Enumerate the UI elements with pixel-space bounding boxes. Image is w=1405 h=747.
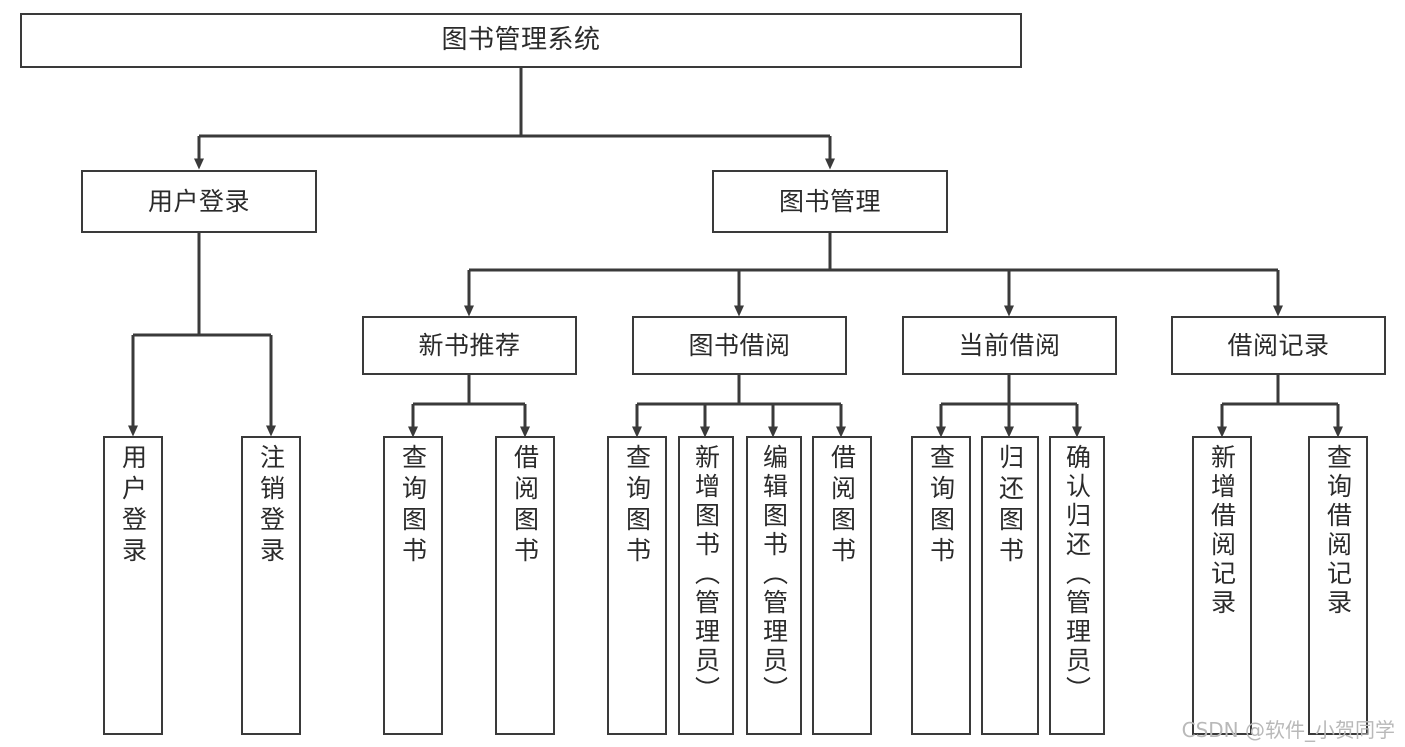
leaf-user-login-login[interactable]: 用户登录 bbox=[103, 436, 163, 735]
leaf-current-borrow-return-book[interactable]: 归还图书 bbox=[981, 436, 1039, 735]
node-user-login[interactable]: 用户登录 bbox=[81, 170, 317, 233]
node-label: 图书管理 bbox=[778, 186, 881, 216]
node-book-borrow[interactable]: 图书借阅 bbox=[632, 316, 847, 375]
node-label: 确认归还（管理员） bbox=[1062, 444, 1092, 705]
node-label: 借阅图书 bbox=[510, 444, 540, 568]
node-label: 编辑图书（管理员） bbox=[759, 444, 789, 705]
node-label: 新增图书（管理员） bbox=[691, 444, 721, 705]
leaf-book-borrow-query-book[interactable]: 查询图书 bbox=[607, 436, 667, 735]
leaf-new-book-borrow-book[interactable]: 借阅图书 bbox=[495, 436, 555, 735]
node-label: 用户登录 bbox=[118, 444, 148, 568]
node-borrow-record[interactable]: 借阅记录 bbox=[1171, 316, 1386, 375]
node-label: 查询图书 bbox=[926, 444, 956, 568]
leaf-borrow-record-query-record[interactable]: 查询借阅记录 bbox=[1308, 436, 1368, 735]
leaf-user-login-logout[interactable]: 注销登录 bbox=[241, 436, 301, 735]
node-label: 借阅记录 bbox=[1227, 330, 1330, 360]
node-label: 归还图书 bbox=[995, 444, 1025, 568]
node-label: 新书推荐 bbox=[418, 330, 521, 360]
node-root-book-management-system[interactable]: 图书管理系统 bbox=[20, 13, 1022, 68]
node-label: 图书管理系统 bbox=[441, 24, 601, 55]
node-label: 查询图书 bbox=[398, 444, 428, 568]
leaf-borrow-record-add-record[interactable]: 新增借阅记录 bbox=[1192, 436, 1252, 735]
watermark: CSDN @软件_小贺同学 bbox=[1181, 718, 1395, 742]
leaf-current-borrow-query-book[interactable]: 查询图书 bbox=[911, 436, 971, 735]
leaf-book-borrow-borrow-book[interactable]: 借阅图书 bbox=[812, 436, 872, 735]
leaf-book-borrow-add-book-admin[interactable]: 新增图书（管理员） bbox=[678, 436, 734, 735]
node-book-management[interactable]: 图书管理 bbox=[712, 170, 948, 233]
leaf-new-book-query-book[interactable]: 查询图书 bbox=[383, 436, 443, 735]
node-new-book-recommend[interactable]: 新书推荐 bbox=[362, 316, 577, 375]
node-label: 新增借阅记录 bbox=[1207, 444, 1237, 618]
node-label: 注销登录 bbox=[256, 444, 286, 568]
node-label: 图书借阅 bbox=[688, 330, 791, 360]
node-label: 查询借阅记录 bbox=[1323, 444, 1353, 618]
leaf-current-borrow-confirm-return-admin[interactable]: 确认归还（管理员） bbox=[1049, 436, 1105, 735]
leaf-book-borrow-edit-book-admin[interactable]: 编辑图书（管理员） bbox=[746, 436, 802, 735]
node-label: 查询图书 bbox=[622, 444, 652, 568]
node-current-borrow[interactable]: 当前借阅 bbox=[902, 316, 1117, 375]
node-label: 用户登录 bbox=[147, 186, 250, 216]
node-label: 当前借阅 bbox=[958, 330, 1061, 360]
node-label: 借阅图书 bbox=[827, 444, 857, 568]
